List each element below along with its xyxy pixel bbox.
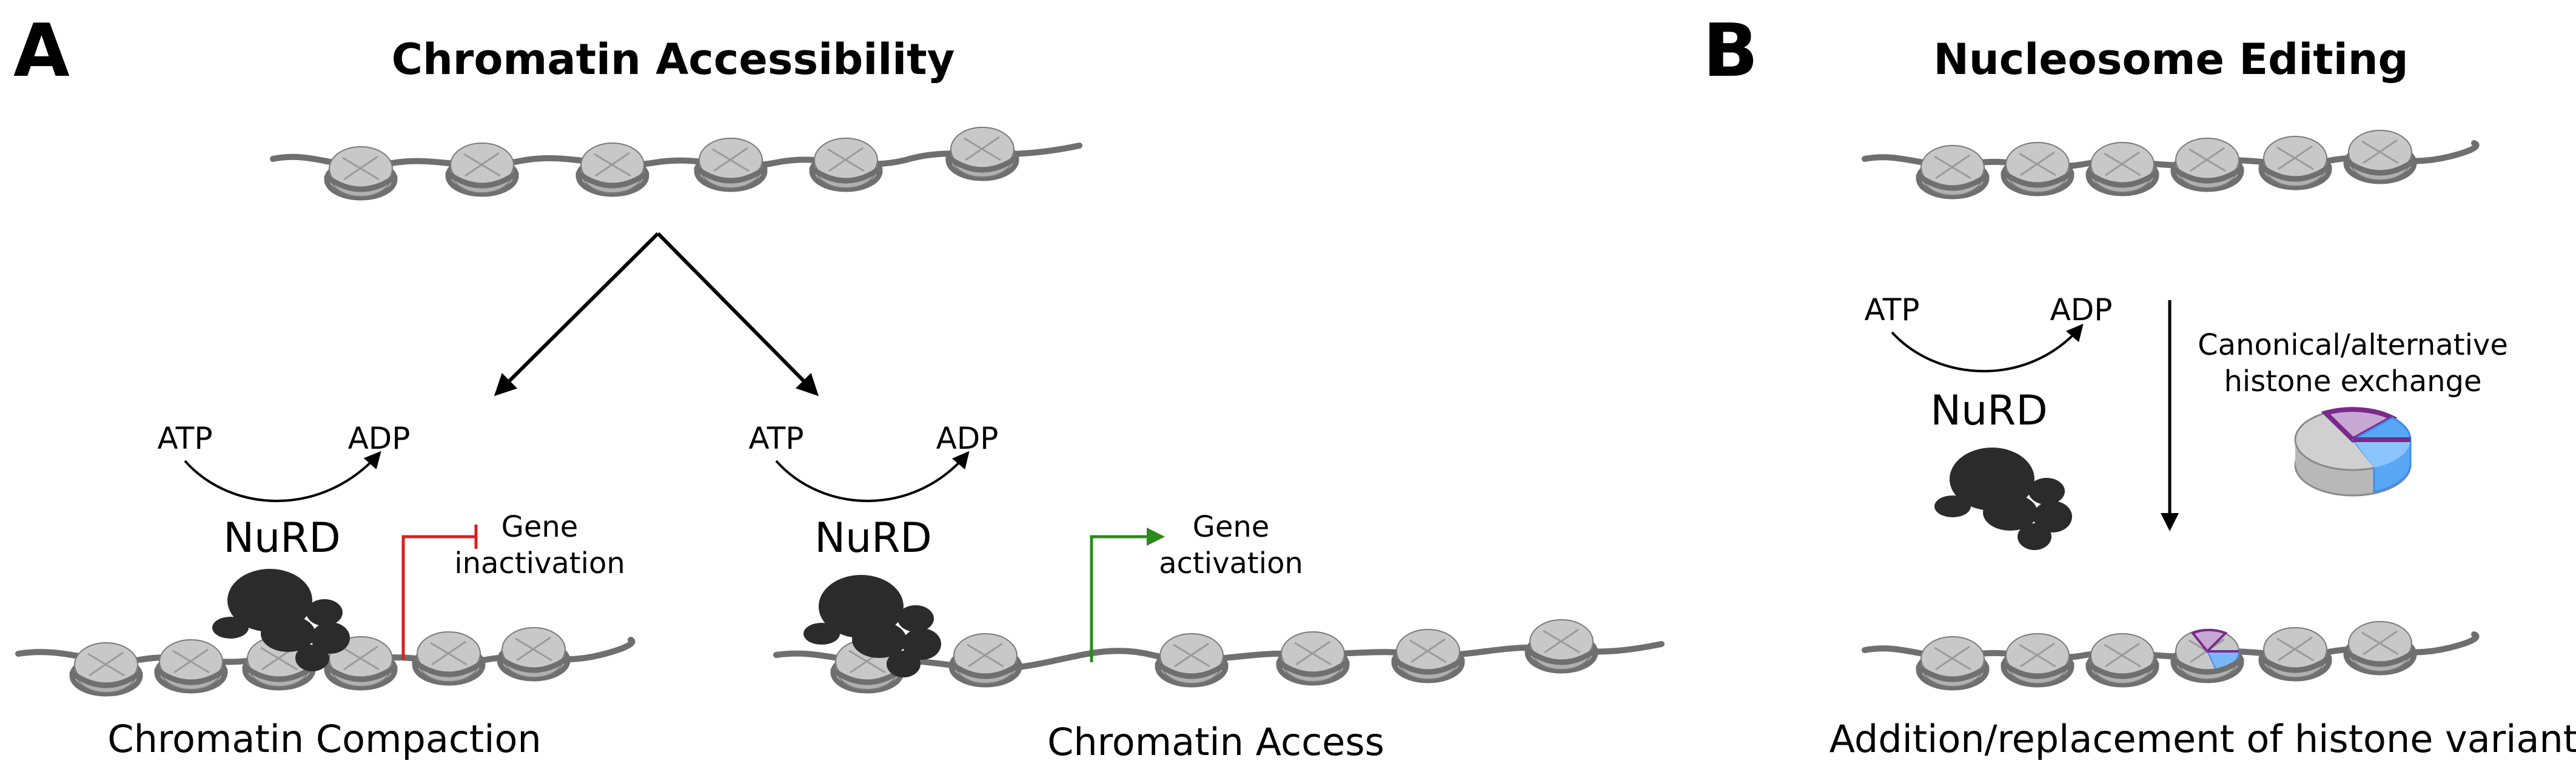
nucleosome xyxy=(2258,627,2332,682)
nucleosome xyxy=(2001,142,2075,196)
nucleosome xyxy=(1391,629,1465,683)
nucleosome xyxy=(445,143,519,197)
nucleosome xyxy=(1916,636,1990,691)
chromatin-edited xyxy=(1862,621,2480,691)
nucleosome xyxy=(2001,633,2075,688)
nucleosome xyxy=(1276,631,1350,686)
atp-hydrolysis-arrow xyxy=(1891,323,2084,372)
nucleosome xyxy=(412,631,486,686)
nurd-label: NuRD xyxy=(1930,387,2048,435)
nucleosome xyxy=(1916,145,1990,200)
nucleosome xyxy=(948,633,1022,688)
activation-arrow xyxy=(1090,528,1165,662)
gene-activation-line1: Gene xyxy=(1193,510,1270,544)
nucleosome xyxy=(154,639,228,694)
arrow-to-access xyxy=(656,232,819,397)
exchange-label-line2: histone exchange xyxy=(2224,364,2481,398)
adp-label: ADP xyxy=(348,421,411,456)
panel-a-letter: A xyxy=(13,9,70,93)
nucleosome xyxy=(694,138,768,192)
nucleosome xyxy=(1524,619,1598,674)
caption-compaction: Chromatin Compaction xyxy=(107,717,541,761)
atp-label: ATP xyxy=(1864,292,1919,327)
nucleosome xyxy=(1155,633,1229,688)
caption-variants: Addition/replacement of histone variants xyxy=(1830,717,2576,761)
nucleosome xyxy=(2085,633,2159,688)
chromatin-top-a xyxy=(270,127,1082,201)
atp-label: ATP xyxy=(157,421,212,456)
nucleosome xyxy=(945,127,1019,181)
chromatin-compacted xyxy=(15,627,636,697)
nucleosome xyxy=(242,636,316,691)
nucleosome xyxy=(324,146,398,201)
gene-inactivation-line1: Gene xyxy=(501,510,579,544)
exchange-label-line1: Canonical/alternative xyxy=(2198,328,2508,362)
inactivation-line xyxy=(401,535,476,660)
arrow-to-compaction xyxy=(494,232,660,397)
caption-access: Chromatin Access xyxy=(1047,720,1384,764)
adp-label: ADP xyxy=(936,421,999,456)
variant-nucleosome-icon xyxy=(2294,407,2412,497)
nucleosome xyxy=(2258,136,2332,190)
nucleosome xyxy=(809,138,883,192)
panel-a-title: Chromatin Accessibility xyxy=(392,35,955,84)
panel-b-title: Nucleosome Editing xyxy=(1933,35,2408,84)
chromatin-top-b xyxy=(1862,130,2480,200)
gene-activation-line2: activation xyxy=(1159,546,1303,580)
atp-label: ATP xyxy=(748,421,803,456)
nurd-label: NuRD xyxy=(223,514,341,562)
nucleosome xyxy=(497,627,571,682)
nucleosome xyxy=(2085,142,2159,196)
nurd-label: NuRD xyxy=(814,514,932,562)
nurd-complex xyxy=(212,569,350,671)
gene-inactivation-line2: inactivation xyxy=(454,546,625,580)
atp-hydrolysis-arrow xyxy=(775,451,970,502)
nucleosome xyxy=(69,642,143,697)
nucleosome xyxy=(2170,138,2244,192)
panel-b-letter: B xyxy=(1703,9,1758,93)
nucleosome xyxy=(575,143,649,197)
variant-nucleosome xyxy=(2170,628,2244,683)
nucleosome xyxy=(2343,621,2417,676)
nucleosome xyxy=(2343,130,2417,184)
nurd-complex xyxy=(803,575,941,677)
atp-hydrolysis-arrow xyxy=(184,451,381,502)
nurd-complex xyxy=(1934,448,2072,550)
adp-label: ADP xyxy=(2050,292,2113,327)
